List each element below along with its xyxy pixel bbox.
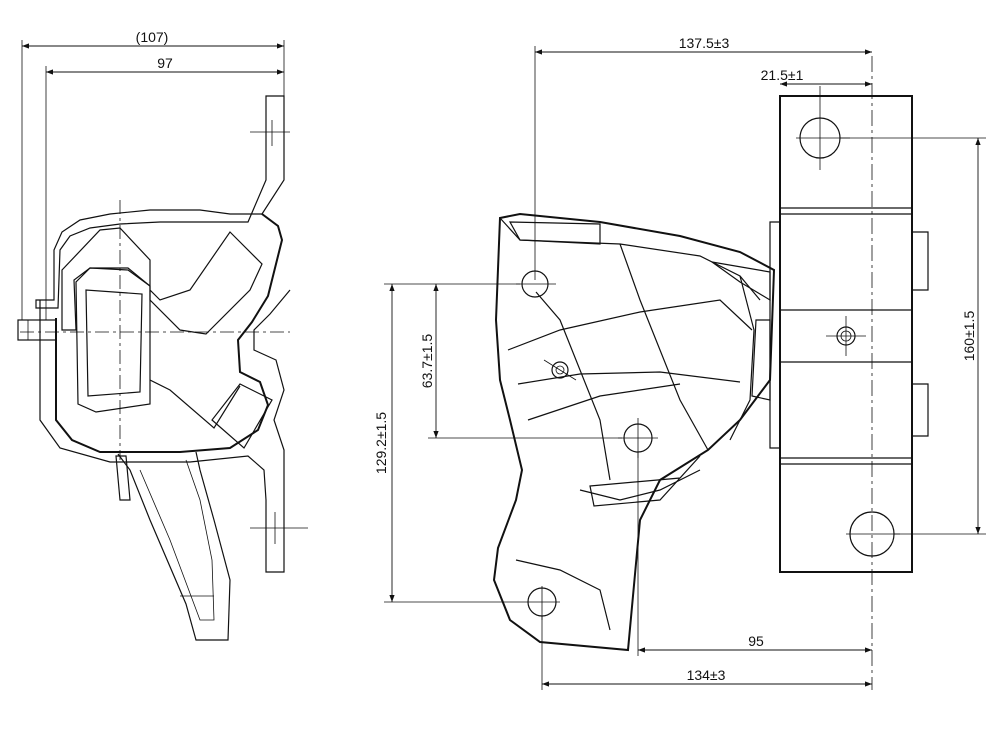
left-bolt <box>17 319 57 341</box>
mounting-lug <box>211 383 273 449</box>
dim-front-height-right: 160±1.5 <box>961 311 977 362</box>
side-dimensions: (107) 97 <box>21 29 285 320</box>
side-section-view <box>17 95 308 641</box>
dim-side-overall: (107) <box>136 29 169 45</box>
mounting-plate <box>779 95 913 573</box>
rubber-element <box>61 227 263 335</box>
dim-front-bottom-outer: 134±3 <box>687 667 726 683</box>
housing-outline <box>55 213 284 453</box>
dim-front-total-width: 137.5±3 <box>679 35 730 51</box>
dim-side-width: 97 <box>157 55 173 71</box>
front-view <box>492 56 929 690</box>
body-hole-small <box>551 361 569 379</box>
upper-bracket <box>35 95 285 309</box>
front-dimensions: 137.5±3 21.5±1 160±1.5 63.7±1.5 129.2±1.… <box>373 35 986 690</box>
dim-front-height-outer: 129.2±1.5 <box>373 412 389 474</box>
dim-front-bottom-inner: 95 <box>748 633 764 649</box>
mount-body <box>492 212 776 652</box>
dim-front-height-inner: 63.7±1.5 <box>419 334 435 389</box>
lower-bracket <box>117 451 231 641</box>
dim-front-offset-top: 21.5±1 <box>761 67 804 83</box>
